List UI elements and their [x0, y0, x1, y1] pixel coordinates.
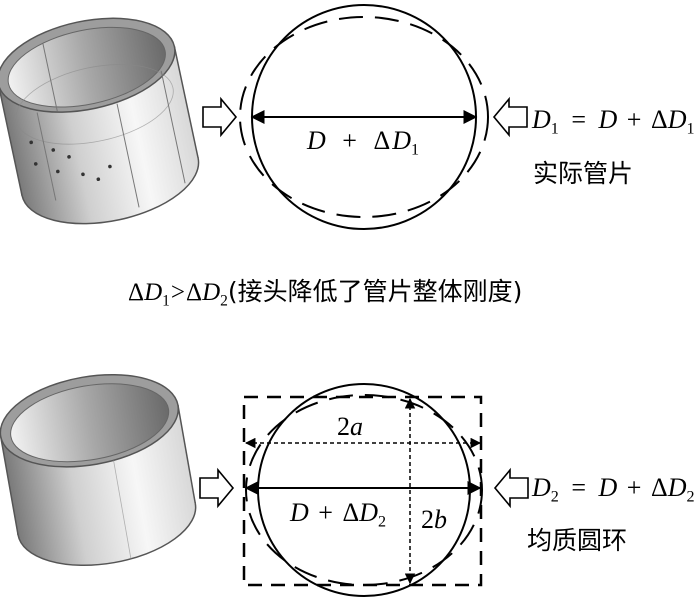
eq-var: D — [598, 473, 618, 502]
eq-equals: = — [571, 473, 587, 502]
label-delta: Δ — [342, 498, 360, 527]
eq-plus: + — [626, 473, 642, 502]
homogeneous-ring-icon — [0, 373, 197, 567]
cmp-delta: Δ — [128, 279, 145, 306]
cmp-var: D — [144, 279, 163, 306]
label-plus: + — [318, 498, 333, 527]
dim-number: 2 — [421, 505, 434, 534]
eq-subscript: 1 — [550, 120, 559, 138]
bottom-caption: 均质圆环 — [527, 526, 628, 555]
left-load-arrow-icon — [199, 467, 235, 509]
comparison-line: ΔD1>ΔD2(接头降低了管片整体刚度) — [128, 277, 523, 309]
eq-var: D — [667, 473, 687, 502]
eq-plus: + — [626, 105, 642, 134]
eq-var: D — [532, 473, 551, 502]
bottom-diameter-label: D + ΔD2 — [290, 498, 386, 531]
eq-equals: = — [571, 105, 587, 134]
label-var: D — [392, 126, 411, 155]
dim-number: 2 — [337, 412, 350, 441]
dim-var: b — [434, 505, 447, 534]
top-diameter-label: D + ΔD1 — [307, 126, 419, 159]
segmented-ring-icon — [0, 17, 200, 225]
label-var: D — [359, 498, 378, 527]
eq-var: D — [532, 105, 551, 134]
label-2a: 2a — [337, 414, 363, 440]
eq-delta: Δ — [650, 105, 668, 134]
right-load-arrow-icon — [493, 467, 529, 509]
bottom-equation: D2 = D + ΔD2 — [532, 473, 695, 506]
top-caption: 实际管片 — [533, 159, 634, 188]
label-plus: + — [342, 126, 357, 155]
top-deformed-ellipse — [239, 16, 489, 218]
eq-var: D — [598, 105, 618, 134]
right-load-arrow-icon — [492, 96, 528, 138]
eq-subscript: 2 — [686, 488, 695, 506]
cmp-gt: > — [170, 279, 185, 306]
cmp-delta: Δ — [186, 279, 203, 306]
label-delta: Δ — [373, 126, 391, 155]
eq-subscript: 1 — [686, 120, 695, 138]
cmp-var: D — [202, 279, 221, 306]
eq-subscript: 2 — [550, 488, 559, 506]
eq-delta: Δ — [650, 473, 668, 502]
label-var: D — [290, 498, 309, 527]
label-var: D — [307, 126, 326, 155]
label-subscript: 1 — [410, 141, 420, 159]
cmp-subscript: 2 — [220, 292, 228, 310]
left-load-arrow-icon — [202, 96, 238, 138]
cmp-note: (接头降低了管片整体刚度) — [227, 277, 523, 306]
cmp-subscript: 1 — [162, 292, 170, 310]
eq-var: D — [667, 105, 687, 134]
label-subscript: 2 — [377, 513, 387, 531]
top-equation: D1 = D + ΔD1 — [532, 105, 695, 138]
dim-var: a — [350, 412, 363, 441]
label-2b: 2b — [421, 507, 447, 533]
